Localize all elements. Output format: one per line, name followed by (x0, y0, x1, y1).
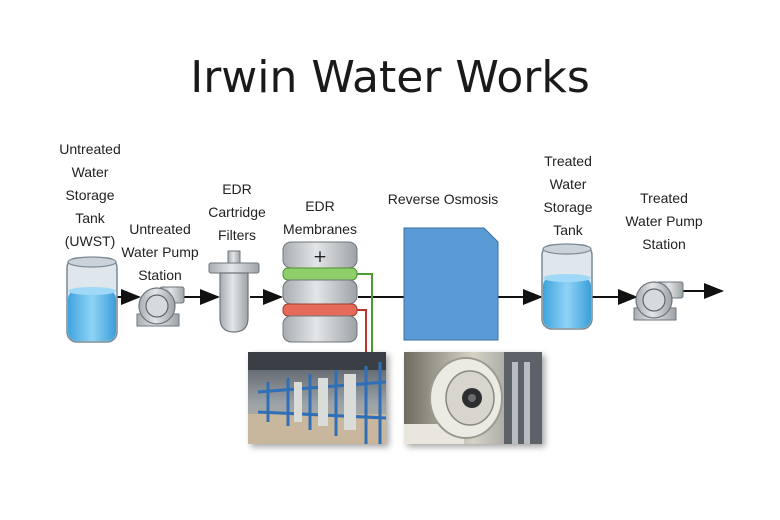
flow-arrows (117, 283, 724, 305)
edr-plant-photo (248, 352, 386, 444)
label-reverse-osmosis: Reverse Osmosis (387, 191, 499, 207)
label-uwst: Untreated Water Storage Tank (UWST) (59, 141, 121, 249)
untreated-tank-icon (66, 256, 118, 343)
edr-cartridge-filter-icon (208, 250, 260, 333)
ro-membrane-photo (404, 352, 542, 444)
reverse-osmosis-block (403, 227, 499, 341)
label-edr-filters: EDR Cartridge Filters (208, 181, 266, 243)
label-treated-pump: Treated Water Pump Station (625, 190, 703, 252)
page-title: Irwin Water Works (190, 52, 590, 103)
treated-pump-icon (633, 281, 684, 321)
label-treated-tank: Treated Water Storage Tank (543, 153, 593, 238)
membrane-plus-symbol: + (313, 247, 327, 267)
treated-tank-icon (541, 243, 593, 330)
label-edr-membranes: EDR Membranes (283, 198, 357, 237)
untreated-pump-icon (136, 286, 185, 327)
edr-membrane-stack-icon (282, 241, 373, 352)
label-untreated-pump: Untreated Water Pump Station (121, 221, 199, 283)
